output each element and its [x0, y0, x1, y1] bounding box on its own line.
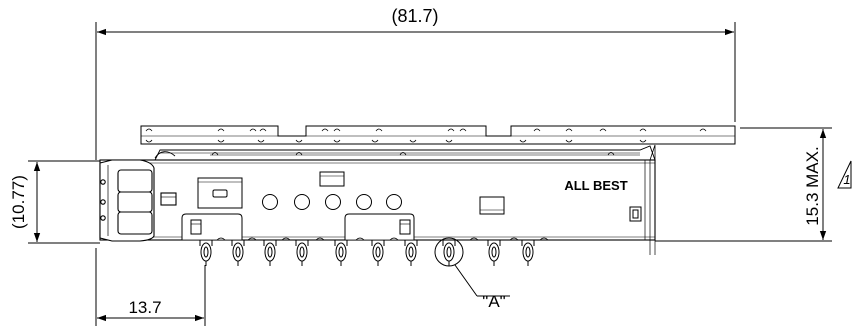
vent-hole-3	[325, 194, 341, 210]
lower-tab-right	[344, 213, 415, 240]
detail-a-callout	[434, 237, 510, 297]
detail-circle	[434, 237, 464, 267]
revision-triangle-icon: 1	[837, 160, 852, 189]
max-height-label: 15.3 MAX.	[803, 146, 822, 225]
offset-label: 13.7	[128, 298, 161, 317]
press-fit-pins	[175, 237, 632, 266]
vent-hole-4	[356, 194, 372, 210]
body-features	[181, 171, 642, 240]
height-ref-label: (10.77)	[9, 175, 28, 229]
pin-5	[334, 240, 348, 266]
pin-7	[404, 240, 418, 266]
pcb-top-strip	[140, 125, 736, 145]
right-tab	[479, 196, 505, 215]
max-height-dimension	[655, 127, 832, 242]
pin-10	[521, 240, 535, 266]
bezel-screw-bottom	[100, 215, 106, 221]
strip-notches	[145, 128, 707, 143]
vent-hole-5	[386, 194, 402, 210]
overall-length-label: (81.7)	[391, 6, 438, 26]
height-ref-dimension	[28, 160, 100, 244]
brand-text: ALL BEST	[564, 178, 627, 193]
pin-1	[199, 240, 213, 266]
pin-2	[231, 240, 245, 266]
overall-length-dimension	[95, 22, 736, 160]
top-tab	[319, 171, 345, 187]
revision-marker-number: 1	[843, 172, 850, 187]
pin-6	[371, 240, 385, 266]
bezel-screw-mid	[100, 199, 106, 205]
pin-4	[295, 240, 309, 266]
pin-8	[442, 240, 456, 266]
bezel-screw-top	[100, 179, 106, 185]
detail-a-label: "A"	[482, 292, 505, 311]
front-bezel	[99, 159, 177, 242]
pin-3	[263, 240, 277, 266]
detail-leader	[454, 264, 478, 297]
pin-9	[487, 240, 501, 266]
offset-dimension	[95, 248, 206, 326]
label-plate	[197, 177, 243, 209]
vent-hole-2	[294, 194, 310, 210]
vent-hole-1	[262, 194, 278, 210]
